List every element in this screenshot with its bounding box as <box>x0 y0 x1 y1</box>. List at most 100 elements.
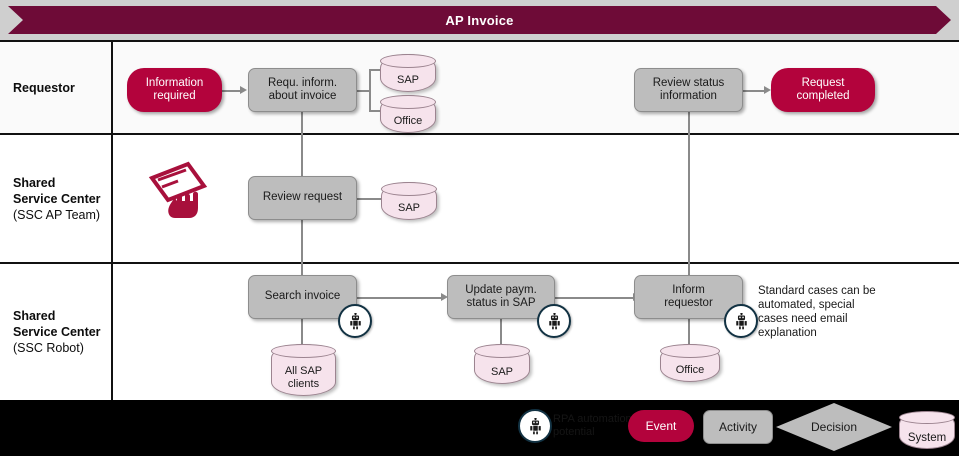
cylinder-top-ellipse <box>380 54 436 68</box>
process-title-banner: AP Invoice <box>8 6 951 34</box>
annotation-line4: explanation <box>758 327 817 339</box>
cylinder-top-ellipse <box>899 411 955 424</box>
system-label-line1: All SAP <box>284 365 323 377</box>
legend-bar: RPA automation potential Event Activity … <box>0 400 959 456</box>
robot-icon <box>529 417 541 434</box>
cylinder-top-ellipse <box>380 95 436 109</box>
connector-inform-to-review-status <box>688 94 690 278</box>
lane-label-line1: Shared <box>13 175 56 190</box>
legend-activity-shape: Activity <box>703 410 773 444</box>
activity-label-line2: about invoice <box>268 90 337 102</box>
legend-robot-label-line2: potential <box>553 426 595 438</box>
activity-label-line1: Requ. inform. <box>267 76 338 89</box>
legend-robot-label-line1: RPA automation <box>553 413 632 425</box>
system-label-line2: clients <box>287 378 320 390</box>
connector-to-office <box>369 110 381 112</box>
annotation-line1: Standard cases can be <box>758 285 876 297</box>
activity-review-status-information[interactable]: Review status information <box>634 68 743 112</box>
activity-label-line2: requestor <box>664 297 713 309</box>
system-label: SAP <box>397 202 420 214</box>
legend-decision-shape: Decision <box>776 403 892 451</box>
swimlane-label-requestor: Requestor <box>0 42 113 133</box>
cylinder-top-ellipse <box>271 344 336 358</box>
activity-review-request[interactable]: Review request <box>248 176 357 220</box>
event-request-completed[interactable]: Request completed <box>771 68 875 112</box>
legend-event-shape: Event <box>628 410 694 442</box>
connector-requ-to-systems <box>356 90 370 92</box>
legend-event-label: Event <box>645 419 677 433</box>
swimlane-label-ssc-robot: Shared Service Center (SSC Robot) <box>0 264 113 400</box>
swimlane-container: Requestor Shared Service Center (SSC AP … <box>0 40 959 402</box>
system-office-inform-requestor[interactable]: Office <box>660 344 720 382</box>
connector-arrow <box>240 85 247 94</box>
robot-icon <box>548 312 560 329</box>
event-label-line2: required <box>153 90 196 102</box>
legend-system-label: System <box>907 432 947 444</box>
robot-badge-inform-requestor[interactable] <box>724 304 758 338</box>
cylinder-top-ellipse <box>474 344 530 358</box>
lane-label-line1: Requestor <box>13 80 75 95</box>
activity-label-line1: Inform <box>672 283 705 296</box>
activity-label-line2: status in SAP <box>466 297 536 309</box>
connector-search-to-db <box>301 318 303 344</box>
event-label-line2: completed <box>796 90 850 102</box>
connector-inform-to-db <box>688 318 690 344</box>
event-label-line1: Information <box>145 76 204 89</box>
activity-label: Search invoice <box>264 290 341 303</box>
legend-robot-label: RPA automation potential <box>553 413 639 439</box>
connector-search-to-update <box>356 297 442 299</box>
annotation-line2: automated, special <box>758 299 855 311</box>
system-label: SAP <box>490 366 513 378</box>
lane-label-line2: Service Center <box>13 325 101 339</box>
lane-label-line3: (SSC AP Team) <box>13 207 101 222</box>
lane-label-line2: Service Center <box>13 191 101 206</box>
legend-system-shape: System <box>899 411 955 449</box>
event-information-required[interactable]: Information required <box>127 68 222 112</box>
connector-event-to-requ <box>221 90 241 92</box>
hand-with-card-icon <box>148 160 210 227</box>
activity-label-line2: information <box>660 90 717 102</box>
cylinder-top-ellipse <box>660 344 720 358</box>
system-label: SAP <box>396 74 419 86</box>
activity-update-payment-status-in-sap[interactable]: Update paym. status in SAP <box>447 275 555 319</box>
lane-label-line1: Shared <box>13 309 56 323</box>
connector-update-to-db <box>500 318 502 344</box>
annotation-line3: cases need email <box>758 313 848 325</box>
connector-reviewstatus-to-complete <box>743 90 765 92</box>
legend-decision-label: Decision <box>810 420 858 434</box>
robot-badge-search-invoice[interactable] <box>338 304 372 338</box>
activity-search-invoice[interactable]: Search invoice <box>248 275 357 319</box>
legend-robot-badge <box>518 409 552 443</box>
activity-label: Review request <box>262 191 343 204</box>
banner-strip: AP Invoice <box>0 0 959 40</box>
system-label: Office <box>393 115 423 127</box>
connector-to-sap <box>369 69 381 71</box>
system-label: Office <box>675 364 705 376</box>
connector-update-to-inform <box>555 297 634 299</box>
swimlane-label-ssc-ap-team: Shared Service Center (SSC AP Team) <box>0 135 113 262</box>
activity-label-line1: Update paym. <box>465 283 537 296</box>
connector-review-to-sap <box>356 198 382 200</box>
event-label-line1: Request <box>801 76 845 89</box>
robot-icon <box>349 312 361 329</box>
activity-inform-requestor[interactable]: Inform requestor <box>634 275 743 319</box>
system-office-requestor[interactable]: Office <box>380 95 436 133</box>
robot-icon <box>735 312 747 329</box>
lane-label-line3: (SSC Robot) <box>13 341 84 355</box>
connector-review-to-search <box>301 217 303 295</box>
system-all-sap-clients[interactable]: All SAP clients <box>271 344 336 396</box>
activity-label-line1: Review status <box>652 76 725 89</box>
connector-requ-to-review <box>301 108 303 191</box>
legend-activity-label: Activity <box>718 420 757 434</box>
connector-systems-bracket <box>369 69 371 111</box>
system-sap-review-request[interactable]: SAP <box>381 182 437 220</box>
annotation-automation-note: Standard cases can be automated, special… <box>758 284 948 340</box>
swimlane-ssc-ap-team: Shared Service Center (SSC AP Team) <box>0 135 959 264</box>
system-sap-requestor[interactable]: SAP <box>380 54 436 92</box>
activity-requ-inform-about-invoice[interactable]: Requ. inform. about invoice <box>248 68 357 112</box>
connector-arrow <box>764 85 771 94</box>
robot-badge-update-payment[interactable] <box>537 304 571 338</box>
system-sap-update-payment[interactable]: SAP <box>474 344 530 384</box>
connector-arrow <box>441 292 448 301</box>
